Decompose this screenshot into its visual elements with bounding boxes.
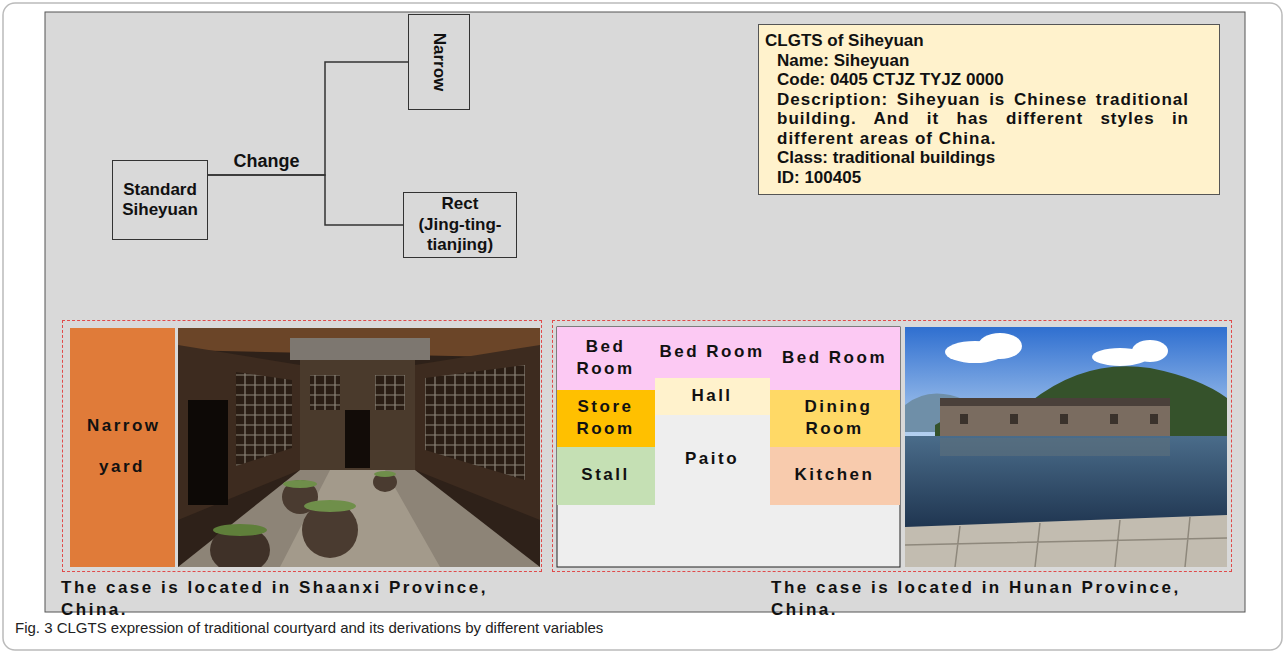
figure-panel xyxy=(45,12,1245,612)
connector-line xyxy=(208,175,403,225)
card-field: ID: 100405 xyxy=(777,168,1189,188)
node-label: Standard Siheyuan xyxy=(119,180,201,221)
case-region: Narrow yardThe case is located in Shaanx… xyxy=(62,320,542,572)
room-cell: Bed Room xyxy=(770,327,900,390)
village-photo xyxy=(905,327,1227,567)
node-label: Paito xyxy=(685,448,739,470)
courtyard-area: Paito xyxy=(655,415,770,505)
node-label: Kitchen xyxy=(795,464,875,486)
node-label: Hall xyxy=(691,385,732,407)
room-cell: Bed Room xyxy=(557,327,655,390)
room-cell: Kitchen xyxy=(770,447,900,505)
figure-caption: Fig. 3 CLGTS expression of traditional c… xyxy=(15,619,603,636)
variant-box: Rect (Jing-ting-tianjing) xyxy=(403,192,517,258)
room-cell: Hall xyxy=(655,378,770,415)
room-cell: Dining Room xyxy=(770,390,900,447)
info-card: CLGTS of SiheyuanName: SiheyuanCode: 040… xyxy=(758,24,1220,195)
room-cell: Bed Room xyxy=(655,327,770,378)
connector-line xyxy=(208,62,408,175)
card-field: Name: Siheyuan xyxy=(777,51,1189,71)
node-label: Stall xyxy=(581,464,629,486)
figure-frame xyxy=(3,3,1282,650)
node-label: Narrow yard xyxy=(87,406,157,488)
floor-plan xyxy=(557,327,900,567)
card-heading: CLGTS of Siheyuan xyxy=(765,31,1189,51)
room-cell: Store Room xyxy=(557,390,655,447)
case-caption: The case is located in Hunan Province, C… xyxy=(771,577,1241,621)
case-caption: The case is located in Shaanxi Province,… xyxy=(61,577,541,621)
node-label: Bed Room xyxy=(557,336,655,380)
node-label: Rect (Jing-ting-tianjing) xyxy=(418,194,502,255)
node-label: Store Room xyxy=(557,396,655,440)
edge-label: Change xyxy=(231,151,301,172)
node-label: Bed Room xyxy=(660,341,765,363)
variant-box: Standard Siheyuan xyxy=(112,160,208,240)
node-label: Narrow xyxy=(429,33,449,92)
card-field: Description: Siheyuan is Chinese traditi… xyxy=(777,90,1189,149)
card-field: Code: 0405 CTJZ TYJZ 0000 xyxy=(777,70,1189,90)
room-cell: Stall xyxy=(557,447,655,505)
variant-box: Narrow xyxy=(408,14,470,110)
card-field: Class: traditional buildings xyxy=(777,148,1189,168)
node-label: Bed Room xyxy=(782,347,887,369)
node-label: Dining Room xyxy=(805,396,865,440)
courtyard-photo xyxy=(178,328,540,567)
case-region: Bed RoomBed RoomBed RoomStore RoomHallDi… xyxy=(552,320,1232,572)
yard-band: Narrow yard xyxy=(70,328,175,567)
